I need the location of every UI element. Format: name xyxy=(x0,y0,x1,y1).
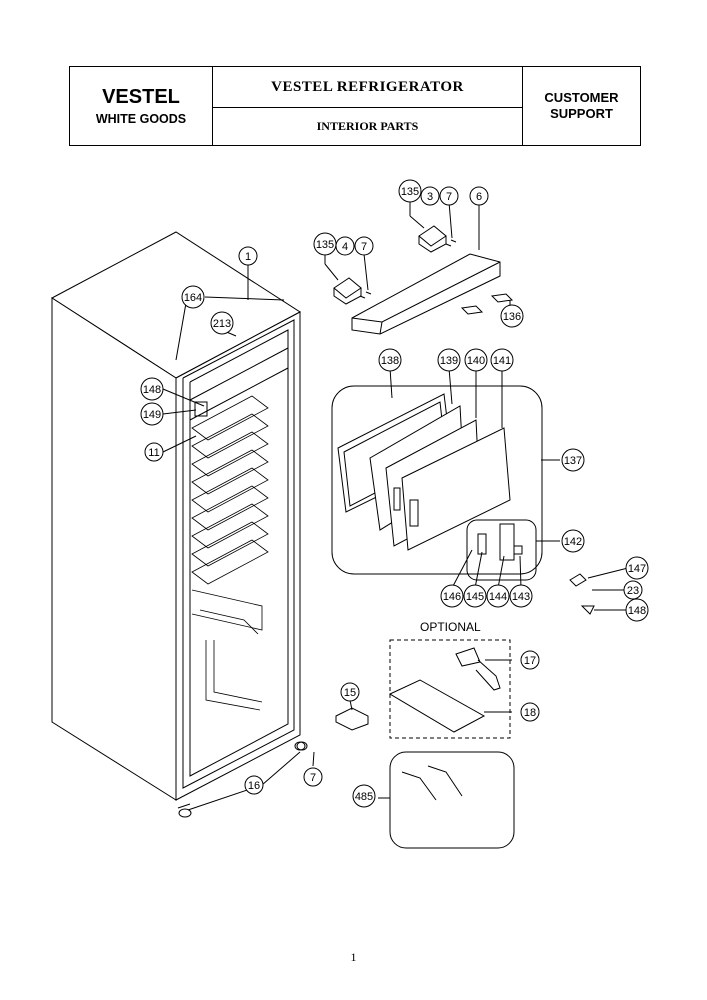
callout-number: 141 xyxy=(493,355,511,367)
support-cell: CUSTOMER SUPPORT xyxy=(523,67,640,145)
callout-6: 6 xyxy=(469,186,489,206)
callout-balloons: 135 3 7 6 135 4 7 1 164 213 136 148 149 11 138 139 140 14… xyxy=(140,179,649,808)
page-number: 1 xyxy=(350,950,357,964)
callout-136: 136 xyxy=(500,304,524,328)
callout-number: 142 xyxy=(564,536,582,548)
callout-number: 146 xyxy=(443,591,461,603)
callout-number: 140 xyxy=(467,355,485,367)
title-block: VESTEL WHITE GOODS VESTEL REFRIGERATOR I… xyxy=(69,66,641,146)
callout-4: 4 xyxy=(335,236,355,256)
callout-number: 138 xyxy=(381,355,399,367)
brand-subtitle: WHITE GOODS xyxy=(95,112,187,126)
callout-number: 7 xyxy=(310,772,316,784)
callout-number: 147 xyxy=(628,563,646,575)
callout-number: 6 xyxy=(476,191,482,203)
callout-number: 137 xyxy=(564,455,582,467)
callout-15: 15 xyxy=(340,682,360,702)
callout-number: 3 xyxy=(427,191,433,203)
callout-number: 149 xyxy=(143,409,161,421)
callout-213: 213 xyxy=(210,311,234,335)
brand-name: VESTEL xyxy=(102,86,180,108)
callout-16: 16 xyxy=(244,775,264,795)
callout-149: 149 xyxy=(140,402,164,426)
callout-number: 485 xyxy=(355,791,373,803)
callout-135: 135 xyxy=(313,232,337,256)
callout-17: 17 xyxy=(520,650,540,670)
callout-number: 135 xyxy=(316,239,334,251)
callout-number: 213 xyxy=(213,318,231,330)
callout-number: 17 xyxy=(524,655,536,667)
callout-number: 139 xyxy=(440,355,458,367)
callout-number: 7 xyxy=(446,191,452,203)
document-subtitle: INTERIOR PARTS xyxy=(316,119,419,133)
callout-485: 485 xyxy=(352,784,376,808)
support-line-1: CUSTOMER xyxy=(544,90,619,105)
callout-146: 146 xyxy=(440,584,464,608)
door-assembly-illustration xyxy=(331,385,560,575)
brand-cell: VESTEL WHITE GOODS xyxy=(70,67,213,145)
callout-135: 135 xyxy=(398,179,422,203)
callout-number: 16 xyxy=(248,780,260,792)
callout-23: 23 xyxy=(623,580,643,600)
callout-number: 144 xyxy=(489,591,507,603)
support-line-2: SUPPORT xyxy=(550,106,613,121)
callout-142: 142 xyxy=(561,529,585,553)
callout-number: 145 xyxy=(466,591,484,603)
callout-number: 164 xyxy=(184,292,202,304)
callout-number: 1 xyxy=(245,251,251,263)
document-title: VESTEL REFRIGERATOR xyxy=(213,67,522,108)
callout-138: 138 xyxy=(378,348,402,372)
callout-145: 145 xyxy=(463,584,487,608)
callout-number: 23 xyxy=(627,585,639,597)
callout-number: 18 xyxy=(524,707,536,719)
callout-141: 141 xyxy=(490,348,514,372)
callout-164: 164 xyxy=(181,285,205,309)
callout-148: 148 xyxy=(625,598,649,622)
leveling-kit-illustration xyxy=(378,751,515,849)
callout-3: 3 xyxy=(420,186,440,206)
callout-143: 143 xyxy=(509,584,533,608)
callout-1: 1 xyxy=(238,246,258,266)
cabinet-illustration xyxy=(51,231,306,818)
callout-137: 137 xyxy=(561,448,585,472)
callout-number: 15 xyxy=(344,687,356,699)
callout-number: 136 xyxy=(503,311,521,323)
callout-number: 4 xyxy=(342,241,348,253)
callout-number: 7 xyxy=(361,241,367,253)
callout-11: 11 xyxy=(144,442,164,462)
callout-number: 148 xyxy=(628,605,646,617)
hinge-brackets-illustration xyxy=(333,225,457,305)
callout-7: 7 xyxy=(303,767,323,787)
callout-148: 148 xyxy=(140,377,164,401)
callout-147: 147 xyxy=(625,556,649,580)
callout-number: 11 xyxy=(148,447,159,459)
document-title-cell: VESTEL REFRIGERATOR INTERIOR PARTS xyxy=(213,67,523,145)
hinge-group-illustration xyxy=(466,519,560,581)
optional-accessories-illustration xyxy=(388,639,512,739)
callout-number: 143 xyxy=(512,591,530,603)
callout-7: 7 xyxy=(439,186,459,206)
callout-144: 144 xyxy=(486,584,510,608)
callout-number: 135 xyxy=(401,186,419,198)
callout-number: 148 xyxy=(143,384,161,396)
callout-7: 7 xyxy=(354,236,374,256)
callout-139: 139 xyxy=(437,348,461,372)
callout-140: 140 xyxy=(464,348,488,372)
top-cover-illustration xyxy=(351,253,501,335)
optional-label: OPTIONAL xyxy=(420,620,481,634)
callout-18: 18 xyxy=(520,702,540,722)
